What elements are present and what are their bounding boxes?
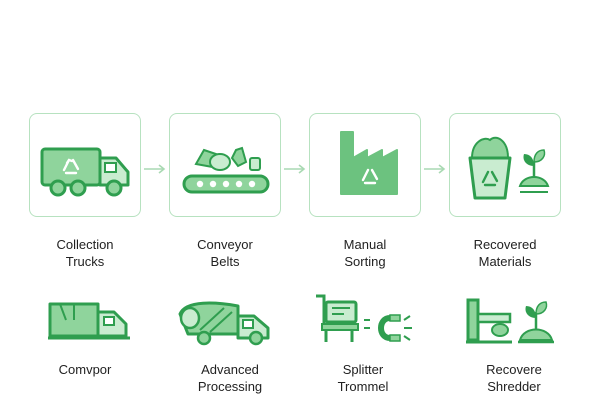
step-label: Comvpor <box>20 361 150 378</box>
step-label-line2: Trucks <box>65 254 105 269</box>
step-label-line1: Recovered <box>473 237 537 252</box>
arrow-right-icon <box>144 164 166 174</box>
shredder-plant-icon <box>466 298 554 344</box>
compactor-truck-icon <box>48 302 130 340</box>
card-recovered-materials <box>449 113 561 217</box>
garbage-truck-icon <box>40 147 130 197</box>
conveyor-belt-icon <box>182 146 270 194</box>
arrow-right-icon <box>424 164 446 174</box>
processing-truck-icon <box>178 301 270 346</box>
step-label: Conveyor Belts <box>160 236 290 270</box>
step-label-line2: Trommel <box>337 379 389 394</box>
card-collection-trucks <box>29 113 141 217</box>
step-label-line1: Advanced <box>201 362 259 377</box>
card-manual-sorting <box>309 113 421 217</box>
step-label-line2: Materials <box>478 254 532 269</box>
recycle-bin-plant-icon <box>468 136 550 200</box>
step-label-line2: Sorting <box>344 254 386 269</box>
step-label: Recovere Shredder <box>449 361 579 395</box>
step-label: Manual Sorting <box>300 236 430 270</box>
step-label-line2: Shredder <box>487 379 541 394</box>
card-conveyor-belts <box>169 113 281 217</box>
step-label-line1: Splitter <box>342 362 384 377</box>
step-label: Splitter Trommel <box>298 361 428 395</box>
step-label: Recovered Materials <box>440 236 570 270</box>
step-label-line1: Comvpor <box>58 362 112 377</box>
step-label-line1: Conveyor <box>197 237 253 252</box>
step-label-line1: Recovere <box>486 362 542 377</box>
step-label: Advanced Processing <box>165 361 295 395</box>
step-label-line1: Collection <box>56 237 114 252</box>
factory-icon <box>340 131 398 195</box>
step-label-line1: Manual <box>343 237 387 252</box>
arrow-right-icon <box>284 164 306 174</box>
step-label-line2: Processing <box>197 379 263 394</box>
magnet-splitter-icon <box>316 294 412 342</box>
step-label: Collection Trucks <box>20 236 150 270</box>
step-label-line2: Belts <box>210 254 240 269</box>
